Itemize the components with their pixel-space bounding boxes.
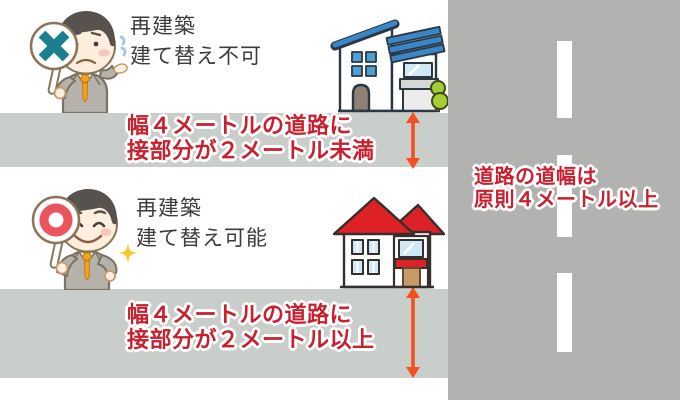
sweat-drops-icon (119, 35, 127, 57)
road-note-line2: 原則４メートル以上 (474, 189, 659, 211)
tree-icon (430, 80, 448, 112)
verdict-ok-line1: 再建築 (136, 197, 202, 220)
worried-man-illustration (29, 11, 128, 113)
road-note-line1: 道路の道幅は (474, 166, 597, 188)
road-centerline-dash (557, 273, 572, 352)
classic-house-illustration (332, 196, 446, 289)
frontage-caption-narrow: 幅４メートルの道路に 接部分が２メートル未満 (127, 113, 375, 163)
width-arrow-icon (406, 112, 420, 169)
verdict-label-ok: 再建築 建て替え可能 (136, 194, 268, 254)
door (351, 83, 371, 113)
frontage-road-narrow (0, 113, 448, 167)
road-width-note: 道路の道幅は 原則４メートル以上 (474, 166, 659, 212)
verdict-ng-line2: 建て替え不可 (130, 45, 262, 68)
band1-line1: 幅４メートルの道路に (127, 113, 353, 138)
road-strip (448, 0, 680, 400)
road-centerline-dash (557, 41, 572, 118)
verdict-label-ng: 再建築 建て替え不可 (130, 12, 262, 72)
width-arrow-icon (406, 287, 420, 378)
sparkle-icon (119, 243, 137, 263)
gable-roof (332, 196, 416, 236)
road-centerline-dash (557, 155, 572, 237)
frontage-road-wide (0, 289, 448, 378)
verdict-ng-line1: 再建築 (130, 15, 196, 38)
band1-line2: 接部分が２メートル未満 (127, 137, 375, 163)
smile-mouth (73, 234, 103, 244)
hair (58, 189, 118, 225)
frown-mouth (75, 58, 97, 65)
frontage-caption-wide: 幅４メートルの道路に 接部分が２メートル以上 (127, 302, 375, 352)
modern-house-illustration (330, 19, 448, 113)
o-sign-icon (31, 195, 81, 275)
verdict-ok-line2: 建て替え可能 (136, 227, 268, 250)
band2-line2: 接部分が２メートル以上 (127, 326, 375, 352)
band2-line1: 幅４メートルの道路に (127, 302, 353, 327)
x-sign-icon (29, 21, 79, 100)
door (402, 267, 421, 288)
happy-man-illustration (31, 189, 137, 290)
hair (56, 11, 116, 47)
